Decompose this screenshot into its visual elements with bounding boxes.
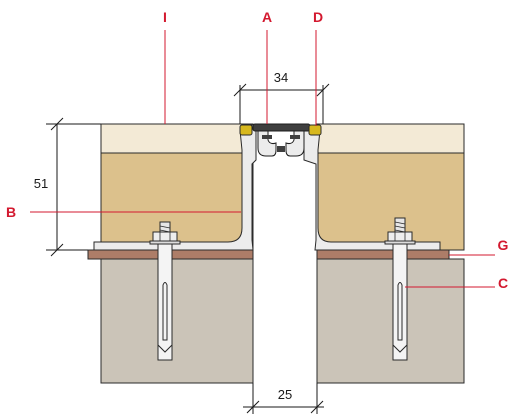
left-concrete-base (100, 258, 254, 384)
right-anchor-slot (397, 282, 403, 341)
left-anchor-bolt (149, 221, 181, 361)
insert-right-lobe (285, 130, 305, 157)
bottom-dimension: 25 (243, 383, 324, 414)
height-dimension-label: 51 (34, 176, 48, 191)
right-anchor-bolt (384, 217, 416, 361)
callout-leaders (30, 30, 495, 288)
callout-a: A (262, 9, 272, 25)
callout-d: D (313, 9, 323, 25)
right-edge-seal (308, 124, 322, 136)
right-anchor-nut (387, 231, 413, 242)
left-edge-seal (239, 124, 253, 136)
left-anchor-tip (157, 343, 173, 361)
callout-b: B (6, 204, 16, 220)
insert-center-rib (277, 146, 285, 152)
left-anchor-sleeve (157, 241, 173, 361)
insert-top-strip (252, 123, 311, 132)
callout-g: G (498, 237, 509, 253)
left-profile (93, 124, 257, 251)
height-dimension: 51 (34, 117, 101, 257)
rubber-insert (252, 123, 311, 157)
left-topping-layer (100, 123, 254, 154)
right-anchor-sleeve (392, 241, 408, 361)
right-topping-layer (316, 123, 465, 154)
left-anchor-nut (152, 231, 178, 242)
callout-i: I (163, 9, 167, 25)
insert-right-rib (290, 135, 300, 139)
right-slab (316, 123, 465, 384)
insert-left-rib (262, 135, 272, 139)
callout-c: C (498, 275, 508, 291)
right-bedding-strip (316, 249, 450, 260)
bottom-dimension-label: 25 (278, 387, 292, 402)
right-profile (303, 124, 441, 251)
top-dimension: 34 (233, 70, 330, 124)
left-anchor-slot (162, 282, 168, 341)
right-concrete-base (316, 258, 465, 384)
left-anchor-washer (149, 240, 181, 245)
insert-left-lobe (257, 130, 277, 157)
top-dimension-label: 34 (274, 70, 288, 85)
right-anchor-washer (384, 240, 416, 245)
right-anchor-tip (392, 343, 408, 361)
